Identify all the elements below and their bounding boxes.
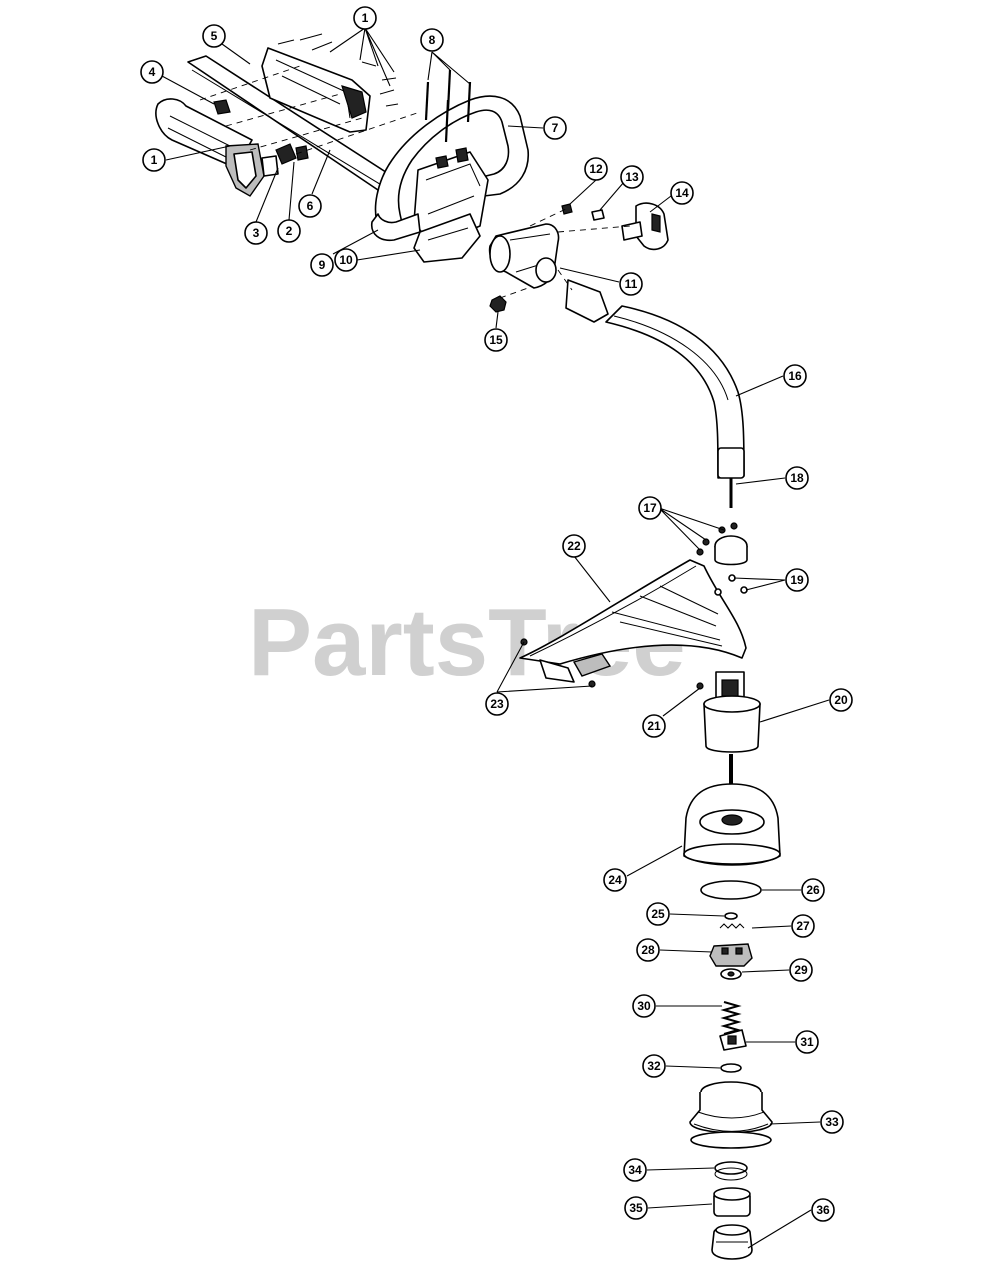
svg-text:8: 8	[429, 33, 436, 47]
svg-text:14: 14	[675, 186, 689, 200]
leader-lines	[161, 27, 830, 1249]
svg-text:33: 33	[825, 1115, 839, 1129]
svg-text:28: 28	[641, 943, 655, 957]
svg-text:1: 1	[362, 11, 369, 25]
svg-text:31: 31	[800, 1035, 814, 1049]
callout-33: 33	[820, 1110, 844, 1134]
callout-24: 24	[603, 868, 627, 892]
callout-10: 10	[334, 248, 358, 272]
svg-text:11: 11	[625, 277, 638, 291]
callout-35: 35	[624, 1196, 648, 1220]
svg-text:23: 23	[490, 697, 504, 711]
callout-36: 36	[811, 1198, 835, 1222]
callout-19: 19	[785, 568, 809, 592]
callout-1b: 1	[142, 148, 166, 172]
callout-30: 30	[632, 994, 656, 1018]
svg-text:26: 26	[806, 883, 820, 897]
callout-14: 14	[670, 181, 694, 205]
callout-22: 22	[562, 534, 586, 558]
svg-text:24: 24	[608, 873, 622, 887]
callout-12: 12	[584, 157, 608, 181]
svg-text:12: 12	[589, 162, 603, 176]
svg-text:9: 9	[319, 258, 326, 272]
callout-31: 31	[795, 1030, 819, 1054]
callout-26: 26	[801, 878, 825, 902]
shaft-coupler	[488, 202, 669, 323]
svg-text:18: 18	[790, 471, 804, 485]
svg-text:19: 19	[790, 573, 804, 587]
callout-3: 3	[244, 221, 268, 245]
svg-text:13: 13	[625, 170, 639, 184]
lower-shaft	[605, 305, 745, 508]
gear-head	[703, 671, 761, 790]
callout-29: 29	[789, 958, 813, 982]
callout-7: 7	[543, 116, 567, 140]
svg-text:7: 7	[552, 121, 559, 135]
callout-8: 8	[420, 28, 444, 52]
svg-text:16: 16	[788, 369, 802, 383]
callout-21: 21	[642, 714, 666, 738]
callout-23: 23	[485, 692, 509, 716]
callout-34: 34	[623, 1158, 647, 1182]
svg-text:25: 25	[651, 907, 665, 921]
svg-text:3: 3	[253, 226, 260, 240]
guard-assembly	[519, 522, 748, 690]
callout-9: 9	[310, 253, 334, 277]
callout-13: 13	[620, 165, 644, 189]
svg-text:21: 21	[647, 719, 661, 733]
svg-text:30: 30	[637, 999, 651, 1013]
svg-text:1: 1	[151, 153, 158, 167]
callout-15: 15	[484, 328, 508, 352]
svg-text:32: 32	[647, 1059, 661, 1073]
svg-text:6: 6	[307, 199, 314, 213]
upper-shaft-assembly	[155, 33, 421, 197]
callout-32: 32	[642, 1054, 666, 1078]
svg-text:17: 17	[643, 501, 657, 515]
callout-2: 2	[277, 219, 301, 243]
svg-text:27: 27	[796, 919, 810, 933]
callout-5: 5	[202, 24, 226, 48]
trimmer-head	[683, 783, 781, 1260]
svg-text:4: 4	[149, 65, 156, 79]
svg-text:10: 10	[339, 253, 353, 267]
callout-20: 20	[829, 688, 853, 712]
callout-11: 11	[619, 272, 643, 296]
callout-16: 16	[783, 364, 807, 388]
svg-text:20: 20	[834, 693, 848, 707]
svg-text:5: 5	[211, 29, 218, 43]
svg-text:35: 35	[629, 1201, 643, 1215]
callout-28: 28	[636, 938, 660, 962]
callout-17: 17	[638, 496, 662, 520]
callout-25: 25	[646, 902, 670, 926]
callout-27: 27	[791, 914, 815, 938]
svg-text:36: 36	[816, 1203, 830, 1217]
svg-text:15: 15	[489, 333, 503, 347]
svg-text:29: 29	[794, 963, 808, 977]
loop-handle	[370, 69, 529, 263]
callout-18: 18	[785, 466, 809, 490]
svg-text:22: 22	[567, 539, 581, 553]
callout-6: 6	[298, 194, 322, 218]
svg-text:2: 2	[286, 224, 293, 238]
callout-1a: 1	[353, 6, 377, 30]
callout-4: 4	[140, 60, 164, 84]
svg-text:34: 34	[628, 1163, 642, 1177]
